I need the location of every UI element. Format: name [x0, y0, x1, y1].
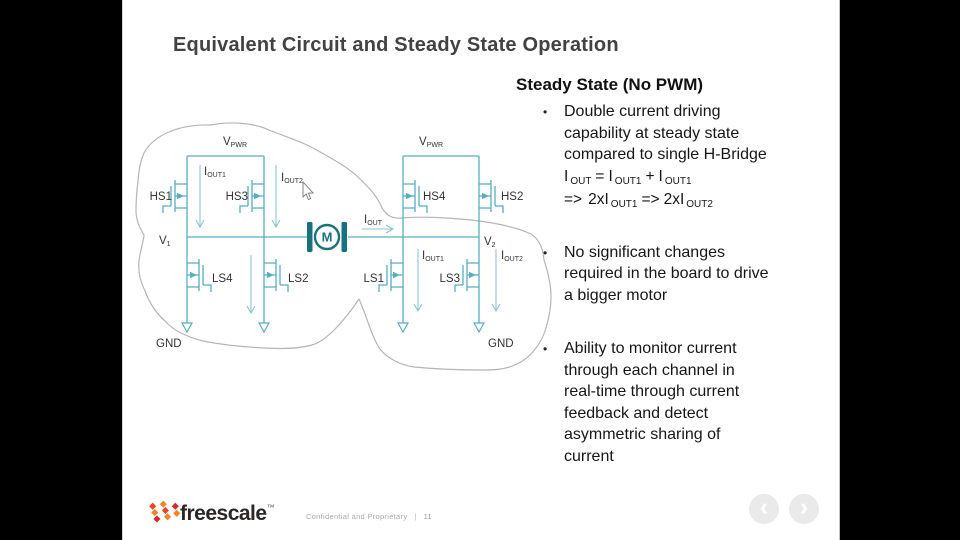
label-iout1-left: IOUT1: [204, 166, 226, 179]
label-iout2-right: IOUT2: [501, 250, 523, 263]
chevron-right-icon: ›: [799, 493, 809, 521]
freescale-wordmark: freescale™: [180, 502, 275, 525]
presentation-slide: Equivalent Circuit and Steady State Oper…: [122, 0, 840, 540]
trademark-symbol: ™: [266, 503, 275, 512]
letterbox-left: [0, 0, 122, 540]
mosfet-hs2: [478, 179, 504, 214]
label-ls4: LS4: [212, 273, 233, 285]
motor-symbol: M: [307, 222, 347, 252]
bullet-line: current: [564, 447, 614, 465]
slide-title: Equivalent Circuit and Steady State Oper…: [173, 34, 619, 56]
label-iout-mid: IOUT: [364, 214, 383, 227]
circuit-wires: [186, 155, 480, 323]
label-ls3: LS3: [440, 273, 460, 285]
current-arrows: [195, 165, 501, 315]
bullet-list: • Double current driving capability at s…: [543, 101, 839, 497]
bullet-line: required in the board to drive: [564, 265, 769, 282]
label-gnd-left: GND: [156, 338, 182, 350]
label-vpwr-right: VPWR: [419, 136, 443, 149]
label-hs4: HS4: [423, 191, 446, 203]
freescale-logo-icon: [149, 500, 181, 523]
label-iout1-right: IOUT1: [422, 250, 444, 263]
bullet-item-3: • Ability to monitor current through eac…: [543, 338, 839, 467]
bullet-line: real-time through current: [564, 383, 740, 400]
footer-separator: |: [414, 512, 417, 521]
bullet-line: compared to single H-Bridge: [564, 146, 767, 163]
chevron-left-icon: ‹: [759, 493, 769, 521]
label-hs3: HS3: [226, 191, 248, 203]
label-hs2: HS2: [501, 191, 523, 203]
nav-prev-button[interactable]: ‹: [749, 494, 779, 524]
bullet-line: Double current driving: [564, 103, 721, 120]
label-ls2: LS2: [288, 273, 308, 285]
circuit-diagram: M VPWR IOUT1 IOUT2 HS1 HS3 V1 LS4 LS2 GN…: [135, 122, 552, 371]
label-vpwr-left: VPWR: [223, 136, 247, 149]
label-v2: V2: [484, 236, 496, 249]
label-v1: V1: [159, 235, 171, 248]
mosfet-ls2: [263, 258, 289, 293]
bullet-marker: •: [543, 245, 548, 260]
bullet-marker: •: [543, 342, 548, 356]
bullet-line: capability at steady state: [564, 124, 740, 142]
footer-page-number: 11: [423, 512, 433, 521]
label-iout2-left: IOUT2: [281, 172, 303, 185]
bullet-line: No significant changes: [564, 243, 725, 261]
bullet-marker: •: [543, 105, 548, 119]
bullet-item-2: • No significant changes required in the…: [543, 242, 839, 307]
bullet-line: a bigger motor: [564, 286, 668, 304]
bullet-line: feedback and detect: [564, 404, 709, 422]
nav-next-button[interactable]: ›: [789, 494, 819, 524]
footer-confidential: Confidential and Proprietary|11: [306, 512, 433, 521]
gnd-symbols: [180, 322, 486, 334]
label-ls1: LS1: [364, 273, 384, 285]
bullet-line: through each channel in: [564, 361, 735, 379]
mouse-cursor-icon: [302, 180, 314, 201]
blob-outline: [135, 122, 552, 371]
bullet-line: asymmetric sharing of: [564, 426, 721, 443]
steady-state-heading: Steady State (No PWM): [516, 75, 704, 94]
bullet-item-1: • Double current driving capability at s…: [543, 101, 839, 212]
letterbox-right: [840, 0, 960, 540]
label-gnd-right: GND: [488, 338, 514, 350]
bullet-line: Ability to monitor current: [564, 340, 737, 357]
mosfet-ls4: [186, 258, 212, 293]
motor-label: M: [322, 230, 333, 245]
label-hs1: HS1: [150, 191, 172, 203]
